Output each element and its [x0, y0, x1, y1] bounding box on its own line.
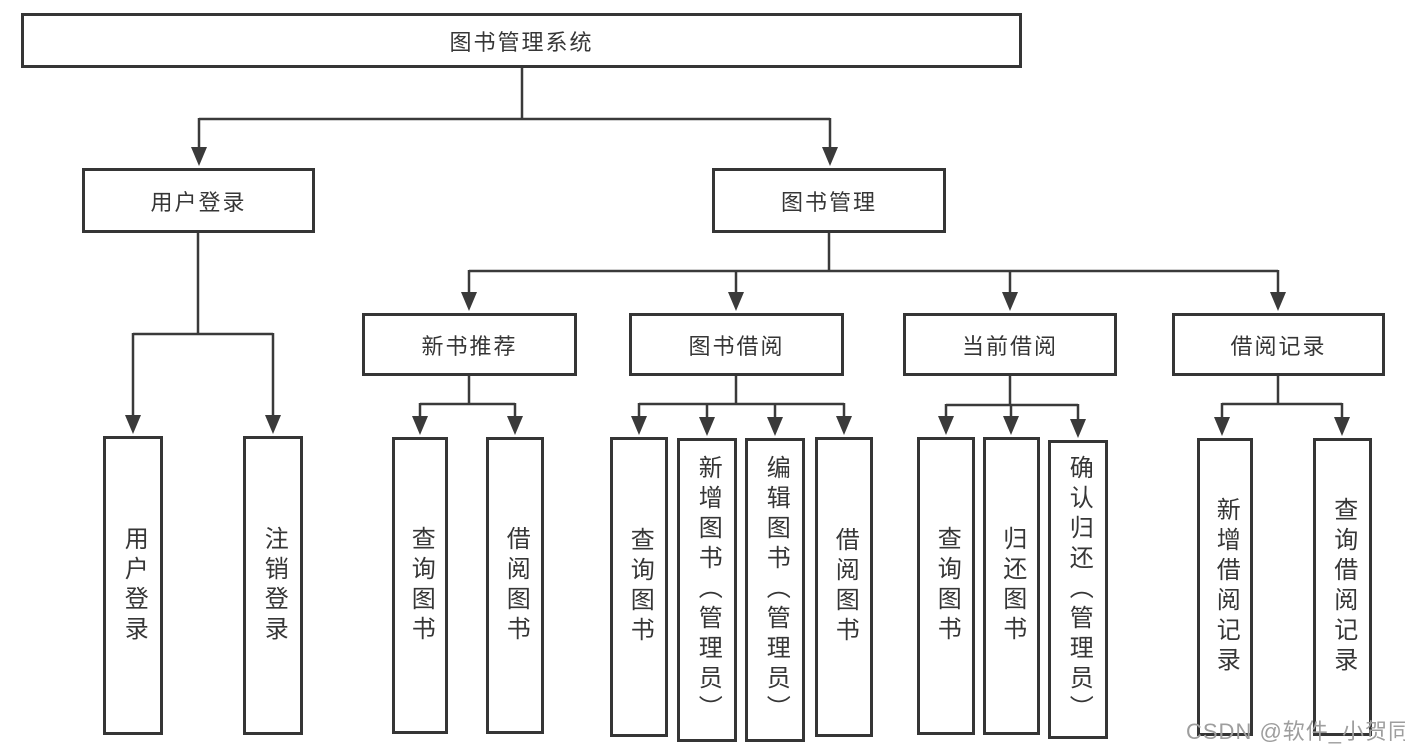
leaf-edit-books-admin-label: 编辑图书（管理员） — [762, 455, 790, 725]
leaf-query-borrow-record-label: 查询借阅记录 — [1329, 497, 1357, 677]
leaf-add-borrow-record: 新增借阅记录 — [1197, 438, 1253, 736]
leaf-confirm-return-admin-label: 确认归还（管理员） — [1065, 454, 1093, 725]
leaf-add-borrow-record-label: 新增借阅记录 — [1212, 497, 1240, 677]
node-current-borrowing: 当前借阅 — [903, 313, 1117, 376]
leaf-user-login: 用户登录 — [103, 436, 163, 735]
leaf-user-login-label: 用户登录 — [120, 525, 148, 646]
leaf-borrow-books-recommend: 借阅图书 — [486, 437, 544, 734]
node-book-management: 图书管理 — [712, 168, 946, 233]
leaf-query-books-current-label: 查询图书 — [933, 526, 961, 646]
leaf-logout-label: 注销登录 — [260, 525, 288, 646]
leaf-return-books: 归还图书 — [983, 437, 1040, 735]
leaf-logout: 注销登录 — [243, 436, 303, 735]
leaf-query-books-borrowing-label: 查询图书 — [626, 527, 654, 647]
csdn-watermark: CSDN @软件_小贺同学 — [1186, 719, 1405, 744]
leaf-query-books-recommend-label: 查询图书 — [407, 525, 435, 646]
leaf-add-books-admin: 新增图书（管理员） — [677, 438, 737, 742]
leaf-confirm-return-admin: 确认归还（管理员） — [1048, 440, 1108, 739]
leaf-edit-books-admin: 编辑图书（管理员） — [745, 438, 805, 742]
leaf-borrow-books-label: 借阅图书 — [831, 527, 859, 647]
leaf-borrow-books: 借阅图书 — [815, 437, 873, 737]
node-new-book-recommendation: 新书推荐 — [362, 313, 577, 376]
node-borrowing-records: 借阅记录 — [1172, 313, 1385, 376]
leaf-query-books-borrowing: 查询图书 — [610, 437, 668, 737]
leaf-return-books-label: 归还图书 — [998, 526, 1026, 646]
leaf-add-books-admin-label: 新增图书（管理员） — [694, 455, 722, 725]
leaf-query-borrow-record: 查询借阅记录 — [1313, 438, 1372, 736]
node-library-management-system: 图书管理系统 — [21, 13, 1022, 68]
leaf-query-books-recommend: 查询图书 — [392, 437, 448, 734]
node-user-login: 用户登录 — [82, 168, 315, 233]
node-book-borrowing: 图书借阅 — [629, 313, 844, 376]
leaf-query-books-current: 查询图书 — [917, 437, 975, 735]
leaf-borrow-books-recommend-label: 借阅图书 — [502, 525, 530, 646]
arrowheads — [125, 147, 1350, 438]
